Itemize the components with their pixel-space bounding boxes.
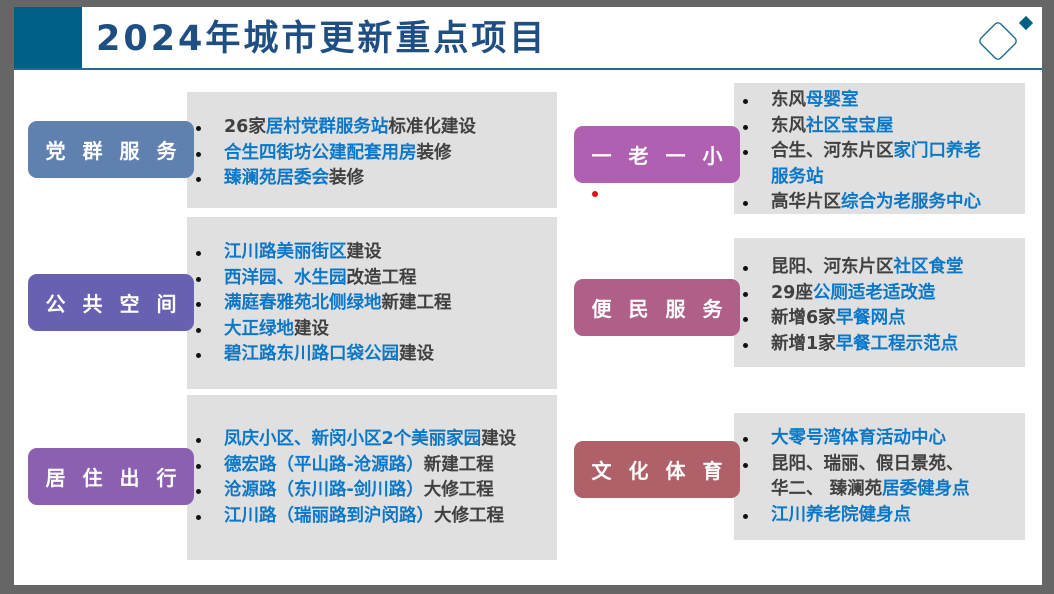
item-text: 改造工程 [346,267,417,288]
item-text: 建设 [481,429,517,449]
highlight-text: 家门口养老 [893,141,982,161]
highlight-text: 德宏路（平山路-沧源路） [224,454,424,475]
red-dot-marker [592,191,598,197]
highlight-text: 臻澜苑居委会 [224,168,329,188]
list-item: 德宏路（平山路-沧源路）新建工程 [187,453,516,479]
item-text: 昆阳、河东片区 [771,257,894,277]
header-accent-block [14,7,82,69]
item-text: 装修 [329,168,364,188]
item-text: 标准化建设 [388,117,476,137]
highlight-text: 居委健身点 [882,479,970,499]
highlight-text: 江川养老院健身点 [771,504,911,525]
category-label-party-service: 党群服务 [28,121,194,178]
list-item: 大正绿地建设 [187,317,452,343]
highlight-text: 江川路（瑞丽路到沪闵路） [224,505,434,526]
item-text: 华二、 臻澜苑 [771,479,883,499]
highlight-text: 合生四街坊公建配套用房 [224,142,417,163]
item-text: 装修 [416,142,452,163]
highlight-text: 综合为老服务中心 [841,192,981,212]
highlight-text: 早餐网点 [835,308,906,328]
category-box-housing-travel: 凤庆小区、新闵小区2个美丽家园建设德宏路（平山路-沧源路）新建工程沧源路（东川路… [187,395,557,560]
highlight-text: 服务站 [771,166,824,187]
category-box-culture-sports: 大零号湾体育活动中心昆阳、瑞丽、假日景苑、华二、 臻澜苑居委健身点江川养老院健身… [734,413,1025,540]
list-item: 合生四街坊公建配套用房装修 [187,141,476,167]
list-item: 满庭春雅苑北侧绿地新建工程 [187,291,452,317]
list-item: 29座公厕适老适改造 [734,281,964,307]
list-item: 江川路（瑞丽路到沪闵路）大修工程 [187,504,516,530]
item-text: 东风 [771,90,806,110]
list-item: 大零号湾体育活动中心 [734,426,970,452]
highlight-text: 满庭春雅苑北侧绿地 [224,293,382,313]
list-item: 昆阳、瑞丽、假日景苑、 [734,452,970,478]
list-item: 西洋园、水生园改造工程 [187,266,452,292]
list-item: 服务站 [734,165,981,191]
list-item: 高华片区综合为老服务中心 [734,190,981,216]
category-box-elderly-child: 东风母婴室东风社区宝宝屋合生、河东片区家门口养老服务站高华片区综合为老服务中心 [734,83,1025,214]
item-text: 29座 [771,282,813,303]
item-text: 26家 [224,117,266,137]
item-text: 大修工程 [423,480,494,500]
item-text: 建设 [346,242,382,262]
item-text: 合生、河东片区 [771,141,894,161]
item-text: 高华片区 [771,192,841,212]
highlight-text: 社区宝宝屋 [806,115,894,136]
highlight-text: 早餐工程示范点 [835,333,959,354]
list-item: 合生、河东片区家门口养老 [734,139,981,165]
highlight-text: 西洋园、水生园 [224,267,347,288]
list-item: 东风社区宝宝屋 [734,114,981,140]
list-item: 26家居村党群服务站标准化建设 [187,115,476,141]
list-item: 东风母婴室 [734,88,981,114]
list-item: 凤庆小区、新闵小区2个美丽家园建设 [187,427,516,453]
page-title: 2024年城市更新重点项目 [96,19,548,59]
item-text: 新增6家 [771,308,836,328]
highlight-text: 社区食堂 [893,257,964,277]
item-text: 建设 [399,344,434,364]
item-text: 新建工程 [423,454,494,475]
highlight-text: 公厕适老适改造 [812,282,936,303]
diamond-icon [979,15,1034,60]
highlight-text: 居村党群服务站 [265,117,389,137]
highlight-text: 江川路美丽街区 [224,242,347,262]
item-text: 东风 [771,115,806,136]
slide: 2024年城市更新重点项目 26家居村党群服务站标准化建设合生四街坊公建配套用房… [14,7,1042,585]
category-label-culture-sports: 文化体育 [574,441,740,498]
highlight-text: 沧源路（东川路-剑川路） [224,480,424,500]
list-item: 江川养老院健身点 [734,503,970,529]
item-text: 建设 [294,318,329,339]
list-item: 沧源路（东川路-剑川路）大修工程 [187,478,516,504]
list-item: 昆阳、河东片区社区食堂 [734,255,964,281]
highlight-text: 碧江路东川路口袋公园 [224,344,399,364]
category-label-elderly-child: 一老一小 [574,126,740,183]
highlight-text: 母婴室 [806,90,859,110]
list-item: 江川路美丽街区建设 [187,240,452,266]
category-box-public-space: 江川路美丽街区建设西洋园、水生园改造工程满庭春雅苑北侧绿地新建工程大正绿地建设碧… [187,217,557,389]
item-text: 大修工程 [434,505,504,526]
list-item: 新增6家早餐网点 [734,306,964,332]
list-item: 华二、 臻澜苑居委健身点 [734,477,970,503]
category-box-party-service: 26家居村党群服务站标准化建设合生四街坊公建配套用房装修臻澜苑居委会装修 [187,92,557,208]
highlight-text: 大零号湾体育活动中心 [771,428,946,448]
highlight-text: 大正绿地 [224,318,294,339]
item-text: 新建工程 [381,293,452,313]
list-item: 臻澜苑居委会装修 [187,166,476,192]
item-text: 新增1家 [771,333,836,354]
category-label-housing-travel: 居住出行 [28,448,194,505]
list-item: 新增1家早餐工程示范点 [734,332,964,358]
category-label-public-space: 公共空间 [28,274,194,331]
header-divider [14,68,1042,70]
category-label-convenience: 便民服务 [574,279,740,336]
highlight-text: 凤庆小区、新闵小区2个美丽家园 [224,429,482,449]
item-text: 昆阳、瑞丽、假日景苑、 [771,453,964,474]
list-item: 碧江路东川路口袋公园建设 [187,342,452,368]
